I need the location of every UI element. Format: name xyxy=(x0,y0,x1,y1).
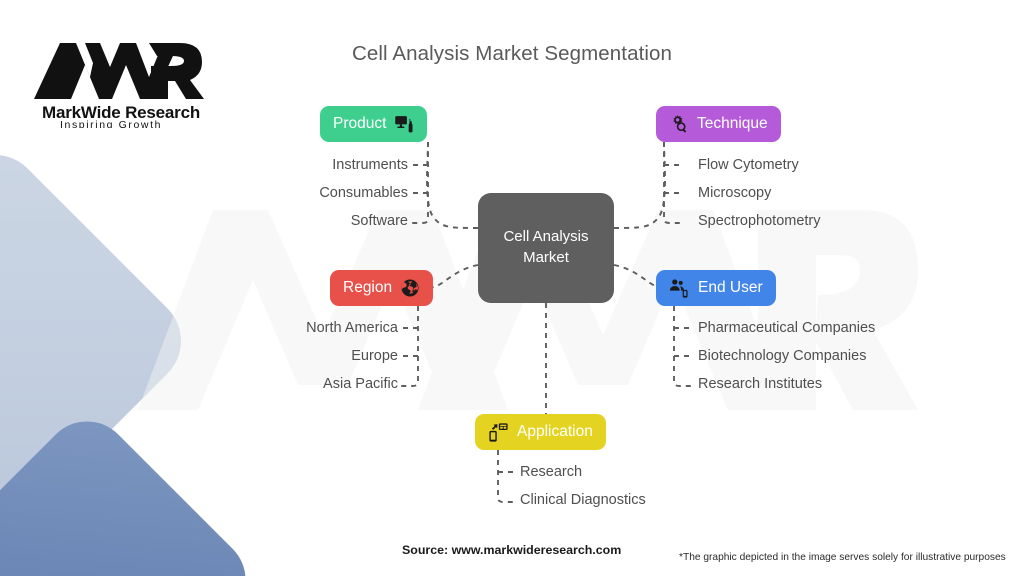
mobile-app-icon xyxy=(488,422,509,443)
leaf-enduser-0: Pharmaceutical Companies xyxy=(698,320,876,336)
globe-icon xyxy=(400,278,420,298)
leaf-enduser-1: Biotechnology Companies xyxy=(698,348,867,364)
branch-node-enduser[interactable]: End User xyxy=(656,270,776,306)
branch-label-enduser: End User xyxy=(698,279,763,296)
leaf-application-1: Clinical Diagnostics xyxy=(520,492,646,508)
leaf-product-1: Consumables xyxy=(319,185,408,201)
monitor-device-icon xyxy=(394,114,414,134)
branch-label-application: Application xyxy=(517,423,593,440)
branch-label-region: Region xyxy=(343,279,393,296)
branch-label-product: Product xyxy=(333,115,387,132)
center-node-line1: Cell Analysis xyxy=(503,228,589,246)
leaf-region-0: North America xyxy=(306,320,398,336)
center-node-line2: Market xyxy=(523,249,569,266)
leaf-application-0: Research xyxy=(520,464,583,480)
branch-node-application[interactable]: Application xyxy=(475,414,606,450)
branch-node-technique[interactable]: Technique xyxy=(656,106,781,142)
svg-text:MarkWide Research: MarkWide Research xyxy=(42,103,200,122)
leaf-enduser-2: Research Institutes xyxy=(698,376,823,392)
disclaimer-note: *The graphic depicted in the image serve… xyxy=(679,552,1006,563)
leaf-product-2: Software xyxy=(350,213,408,229)
leaf-technique-2: Spectrophotometry xyxy=(698,213,821,229)
leaf-region-2: Asia Pacific xyxy=(323,376,398,392)
branch-node-region[interactable]: Region xyxy=(330,270,434,306)
microbe-magnifier-icon xyxy=(669,114,689,134)
users-icon xyxy=(669,278,690,299)
leaf-technique-0: Flow Cytometry xyxy=(698,157,799,173)
svg-text:Inspiring Growth: Inspiring Growth xyxy=(60,119,162,128)
page-title: Cell Analysis Market Segmentation xyxy=(351,42,673,65)
source-note: Source: www.markwideresearch.com xyxy=(402,543,622,557)
brand-logo: MarkWide Research Inspiring Growth xyxy=(30,33,205,128)
branch-label-technique: Technique xyxy=(697,115,768,132)
leaf-technique-1: Microscopy xyxy=(698,185,772,201)
center-node[interactable]: Cell Analysis Market xyxy=(478,193,614,303)
leaf-region-1: Europe xyxy=(351,348,398,364)
branch-node-product[interactable]: Product xyxy=(320,106,428,142)
leaf-product-0: Instruments xyxy=(332,157,408,173)
